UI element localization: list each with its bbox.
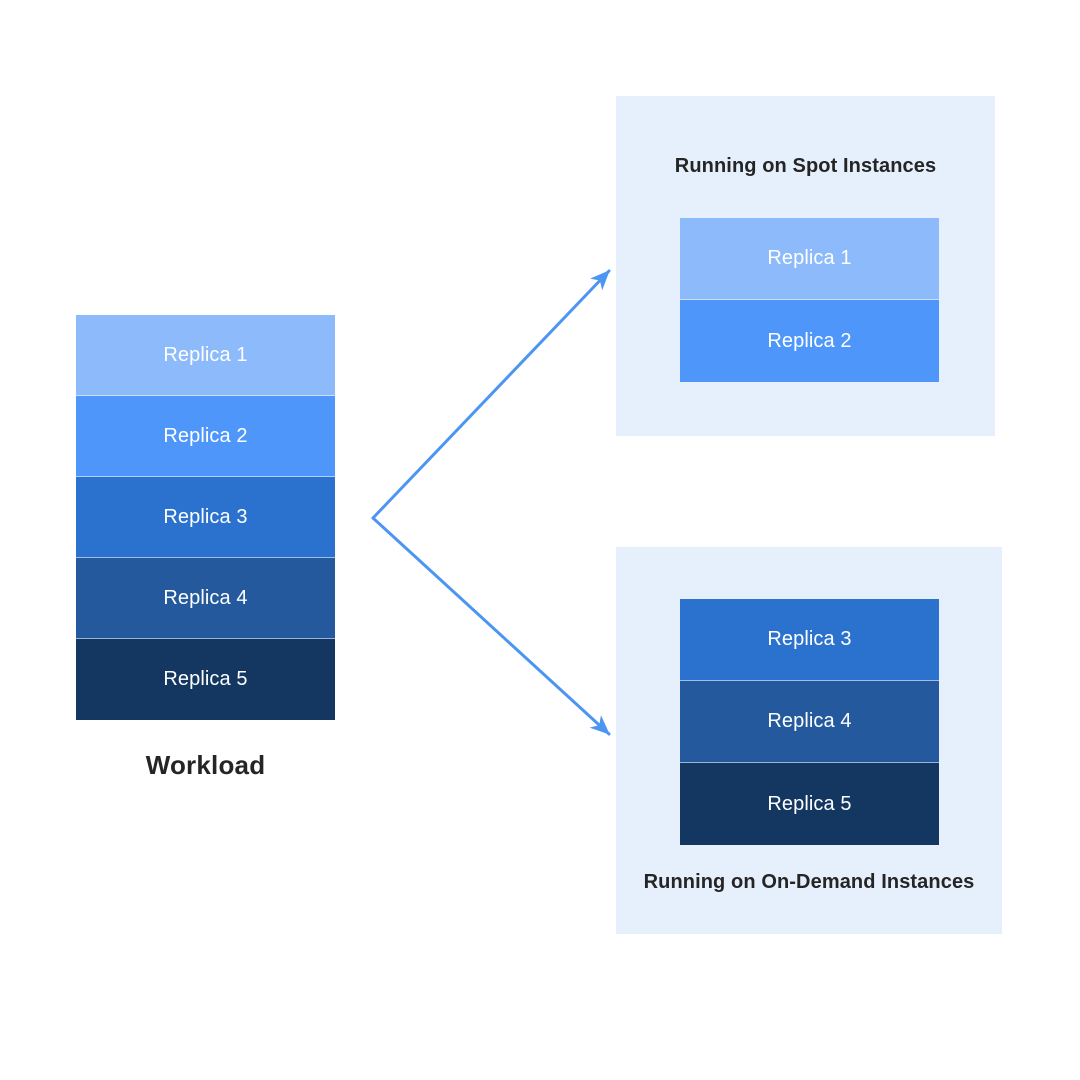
spot-replica-stack: Replica 1 Replica 2 bbox=[680, 218, 939, 382]
workload-replica-3[interactable]: Replica 3 bbox=[76, 477, 335, 558]
workload-replica-1-label: Replica 1 bbox=[163, 343, 248, 366]
workload-replica-5[interactable]: Replica 5 bbox=[76, 639, 335, 720]
ondemand-replica-stack: Replica 3 Replica 4 Replica 5 bbox=[680, 599, 939, 845]
arrow-to-ondemand-panel bbox=[371, 516, 611, 736]
workload-replica-2-label: Replica 2 bbox=[163, 424, 248, 447]
spot-replica-1[interactable]: Replica 1 bbox=[680, 218, 939, 300]
ondemand-replica-5[interactable]: Replica 5 bbox=[680, 763, 939, 845]
workload-caption: Workload bbox=[145, 750, 266, 780]
ondemand-replica-4[interactable]: Replica 4 bbox=[680, 681, 939, 763]
ondemand-instances-panel-title: Running on On-Demand Instances bbox=[643, 871, 975, 893]
spot-replica-2-label: Replica 2 bbox=[767, 329, 852, 352]
spot-instances-panel-title: Running on Spot Instances bbox=[674, 155, 937, 177]
workload-replica-3-label: Replica 3 bbox=[163, 505, 248, 528]
workload-replica-5-label: Replica 5 bbox=[163, 668, 248, 690]
workload-replica-4-label: Replica 4 bbox=[163, 586, 248, 609]
spot-replica-2[interactable]: Replica 2 bbox=[680, 300, 939, 382]
arrow-to-spot-panel bbox=[371, 269, 611, 520]
workload-replica-1[interactable]: Replica 1 bbox=[76, 315, 335, 396]
workload-replica-2[interactable]: Replica 2 bbox=[76, 396, 335, 477]
ondemand-replica-4-label: Replica 4 bbox=[767, 710, 852, 732]
workload-replica-stack: Replica 1 Replica 2 Replica 3 Replica 4 … bbox=[76, 315, 335, 720]
spot-replica-1-label: Replica 1 bbox=[767, 247, 852, 269]
ondemand-replica-5-label: Replica 5 bbox=[767, 792, 852, 815]
workload-replica-4[interactable]: Replica 4 bbox=[76, 558, 335, 639]
ondemand-replica-3[interactable]: Replica 3 bbox=[680, 599, 939, 681]
ondemand-replica-3-label: Replica 3 bbox=[767, 628, 852, 650]
workload-stack: Replica 1 Replica 2 Replica 3 Replica 4 … bbox=[76, 315, 335, 720]
